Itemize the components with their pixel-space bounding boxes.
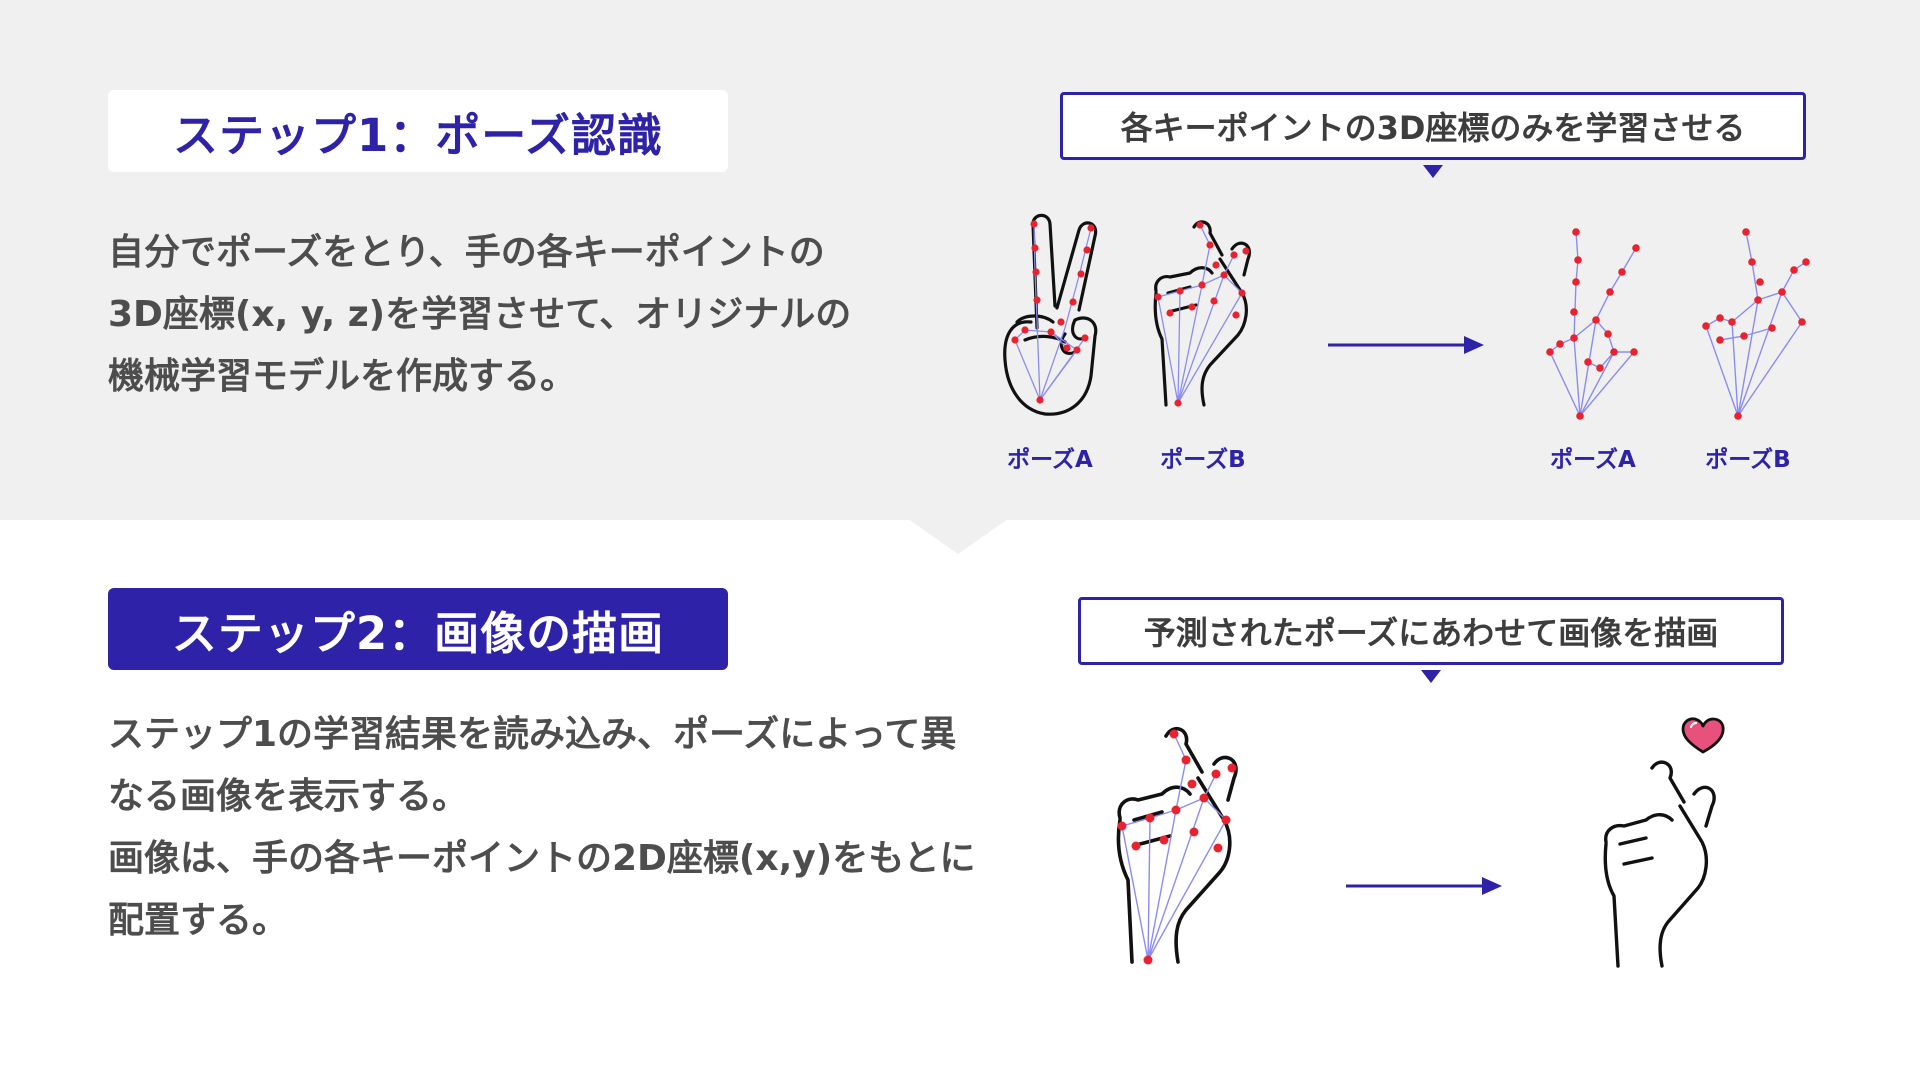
step2-description-line: なる画像を表示する。 [108,776,469,817]
step2-description: ステップ1の学習結果を読み込み、ポーズによって異 なる画像を表示する。 画像は、… [108,704,975,952]
skeleton-pose-a-caption: ポーズA [1550,447,1636,473]
step2-description-line: ステップ1の学習結果を読み込み、ポーズによって異 [108,714,957,755]
hand-finger-heart-icon [1603,760,1716,968]
step1-description-line: 3D座標(x, y, z)を学習させて、オリジナルの [108,294,852,335]
step-transition-notch [908,519,1008,554]
hand-finger-heart-icon [1153,220,1251,407]
step1-callout-pointer [1423,165,1443,178]
skeleton-pose-b-caption: ポーズB [1705,447,1791,473]
hand-finger-heart-keypoints-icon [1116,726,1238,965]
heart-icon [1681,717,1725,754]
right-arrow-icon [1346,877,1502,895]
step1-callout: 各キーポイントの3D座標のみを学習させる [1060,92,1806,160]
step2-callout: 予測されたポーズにあわせて画像を描画 [1078,597,1784,665]
step1-title: ステップ1：ポーズ認識 [108,90,728,172]
step2-description-line: 配置する。 [108,900,289,941]
right-arrow-icon [1328,336,1484,354]
step2-title: ステップ2：画像の描画 [108,588,728,670]
hand-v-sign-icon [1003,213,1098,416]
step2-callout-pointer [1421,670,1441,683]
keypoint-skeleton-pose-b-icon [1702,228,1810,420]
pose-a-caption: ポーズA [1007,447,1093,473]
pose-b-caption: ポーズB [1160,447,1246,473]
step1-description-line: 機械学習モデルを作成する。 [108,356,577,397]
step1-panel [0,0,1920,520]
keypoint-skeleton-pose-a-icon [1546,228,1640,420]
step1-description-line: 自分でポーズをとり、手の各キーポイントの [108,232,825,273]
step1-description: 自分でポーズをとり、手の各キーポイントの 3D座標(x, y, z)を学習させて… [108,222,851,408]
step2-description-line: 画像は、手の各キーポイントの2D座標(x,y)をもとに [108,838,976,879]
